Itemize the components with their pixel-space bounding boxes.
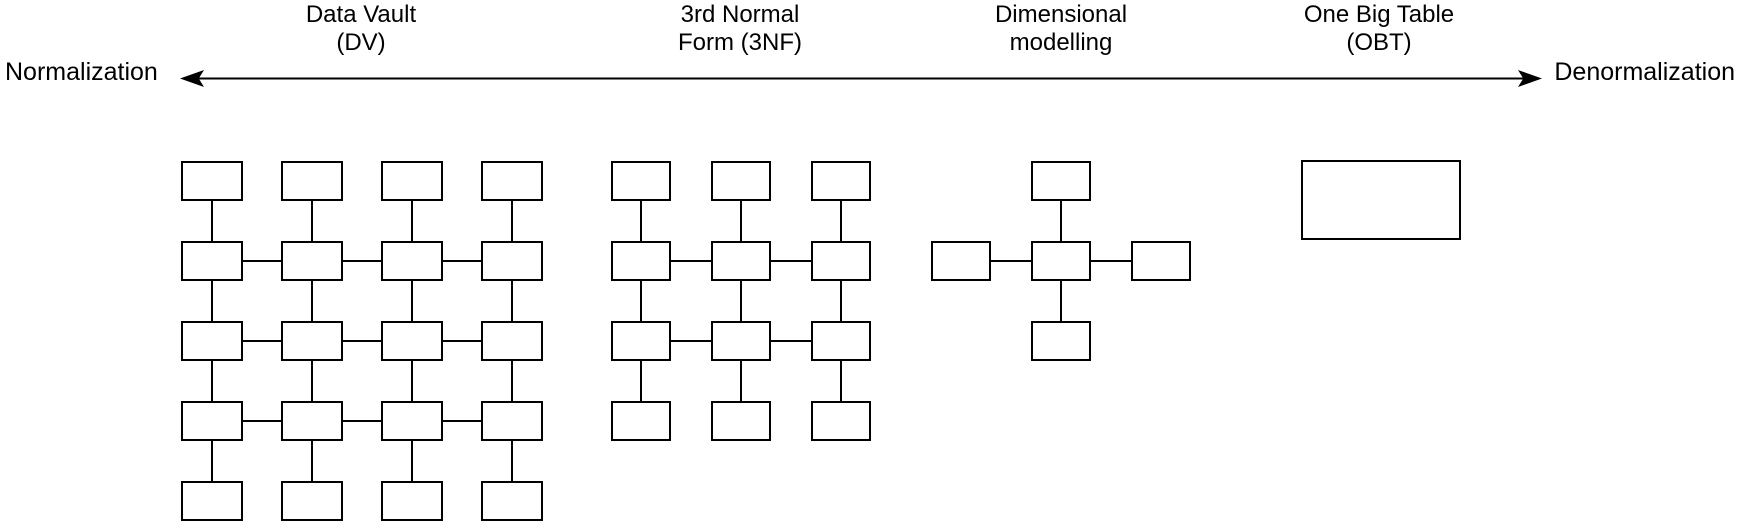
data-vault-schema-table-box — [181, 321, 243, 361]
data-vault-schema-table-box — [481, 241, 543, 281]
data-vault-schema-connector — [411, 361, 413, 401]
third-normal-form-schema-table-box — [811, 401, 871, 441]
data-vault-schema-table-box — [281, 481, 343, 521]
data-vault-schema-connector — [243, 260, 281, 262]
data-vault-schema-connector — [243, 420, 281, 422]
third-normal-form-schema-table-box — [811, 161, 871, 201]
data-vault-schema-table-box — [281, 401, 343, 441]
third-normal-form-schema-table-box — [811, 241, 871, 281]
third-normal-form-schema-table-box — [611, 401, 671, 441]
data-vault-label: Data Vault(DV) — [201, 1, 521, 57]
one-big-table-label: One Big Table(OBT) — [1219, 1, 1539, 57]
data-vault-schema-connector — [411, 441, 413, 481]
third-normal-form-schema-table-box — [711, 401, 771, 441]
data-vault-schema-table-box — [381, 241, 443, 281]
dimensional-modelling-label-line1: Dimensional — [994, 1, 1128, 28]
data-vault-schema-connector — [311, 201, 313, 241]
dimensional-modelling-schema-connector — [991, 260, 1031, 262]
dimensional-modelling-schema-table-box — [1031, 161, 1091, 201]
third-normal-form-schema-connector — [640, 281, 642, 321]
data-vault-schema-table-box — [181, 241, 243, 281]
dimensional-modelling-schema-connector — [1060, 281, 1062, 321]
data-vault-schema-connector — [343, 420, 381, 422]
third-normal-form-label-line1: 3rd Normal — [680, 1, 800, 28]
data-vault-schema-connector — [311, 361, 313, 401]
dimensional-modelling-label-line2: modelling — [1009, 29, 1113, 56]
third-normal-form-schema-connector — [840, 201, 842, 241]
data-vault-schema-connector — [211, 201, 213, 241]
third-normal-form-schema-connector — [840, 281, 842, 321]
data-vault-schema-table-box — [181, 481, 243, 521]
data-vault-schema-table-box — [481, 481, 543, 521]
third-normal-form-schema-connector — [671, 340, 711, 342]
dimensional-modelling-schema-table-box — [1031, 241, 1091, 281]
third-normal-form-schema-connector — [771, 340, 811, 342]
third-normal-form-schema-connector — [740, 201, 742, 241]
data-vault-schema-connector — [443, 260, 481, 262]
third-normal-form-schema-connector — [671, 260, 711, 262]
data-vault-schema-table-box — [181, 161, 243, 201]
data-vault-schema-connector — [243, 340, 281, 342]
data-vault-schema-connector — [443, 340, 481, 342]
third-normal-form-label-line2: Form (3NF) — [678, 29, 802, 56]
dimensional-modelling-schema-table-box — [1031, 321, 1091, 361]
dimensional-modelling-schema-table-box — [931, 241, 991, 281]
data-vault-schema-connector — [411, 281, 413, 321]
data-vault-schema-table-box — [381, 321, 443, 361]
data-vault-schema-connector — [211, 441, 213, 481]
third-normal-form-schema-connector — [771, 260, 811, 262]
data-vault-schema-connector — [511, 361, 513, 401]
data-vault-schema-table-box — [281, 161, 343, 201]
data-vault-schema-table-box — [281, 321, 343, 361]
third-normal-form-schema-connector — [640, 201, 642, 241]
third-normal-form-schema-connector — [740, 361, 742, 401]
data-vault-schema-connector — [311, 441, 313, 481]
one-big-table-schema-table-box — [1301, 160, 1461, 240]
data-vault-schema-table-box — [481, 321, 543, 361]
third-normal-form-schema-connector — [840, 361, 842, 401]
data-vault-schema-table-box — [281, 241, 343, 281]
dimensional-modelling-schema-connector — [1091, 260, 1131, 262]
arrowhead-left — [180, 70, 204, 87]
one-big-table-label-line1: One Big Table — [1303, 1, 1455, 28]
data-vault-schema-table-box — [381, 481, 443, 521]
third-normal-form-schema-table-box — [611, 161, 671, 201]
data-vault-schema-table-box — [481, 161, 543, 201]
data-vault-schema-table-box — [181, 401, 243, 441]
data-vault-label-line2: (DV) — [336, 29, 386, 56]
data-vault-schema-connector — [211, 361, 213, 401]
third-normal-form-schema-table-box — [611, 241, 671, 281]
dimensional-modelling-schema-connector — [1060, 201, 1062, 241]
data-vault-schema-connector — [511, 441, 513, 481]
data-vault-schema-connector — [411, 201, 413, 241]
data-vault-schema-table-box — [381, 401, 443, 441]
data-vault-schema-connector — [443, 420, 481, 422]
third-normal-form-schema-table-box — [711, 321, 771, 361]
data-vault-schema-connector — [211, 281, 213, 321]
arrowhead-right — [1518, 70, 1542, 87]
data-vault-label-line1: Data Vault — [305, 1, 417, 28]
third-normal-form-schema-connector — [640, 361, 642, 401]
data-vault-schema-table-box — [481, 401, 543, 441]
data-vault-schema-connector — [343, 340, 381, 342]
third-normal-form-schema-connector — [740, 281, 742, 321]
data-vault-schema-table-box — [381, 161, 443, 201]
data-vault-schema-connector — [511, 201, 513, 241]
denormalization-label: Denormalization — [1554, 58, 1735, 86]
data-vault-schema-connector — [511, 281, 513, 321]
dimensional-modelling-schema-table-box — [1131, 241, 1191, 281]
data-vault-schema-connector — [343, 260, 381, 262]
spectrum-double-arrow — [180, 70, 1542, 87]
third-normal-form-schema-table-box — [711, 161, 771, 201]
third-normal-form-schema-table-box — [611, 321, 671, 361]
normalization-label: Normalization — [5, 58, 158, 86]
one-big-table-label-line2: (OBT) — [1346, 29, 1412, 56]
third-normal-form-schema-table-box — [811, 321, 871, 361]
third-normal-form-schema-table-box — [711, 241, 771, 281]
data-vault-schema-connector — [311, 281, 313, 321]
